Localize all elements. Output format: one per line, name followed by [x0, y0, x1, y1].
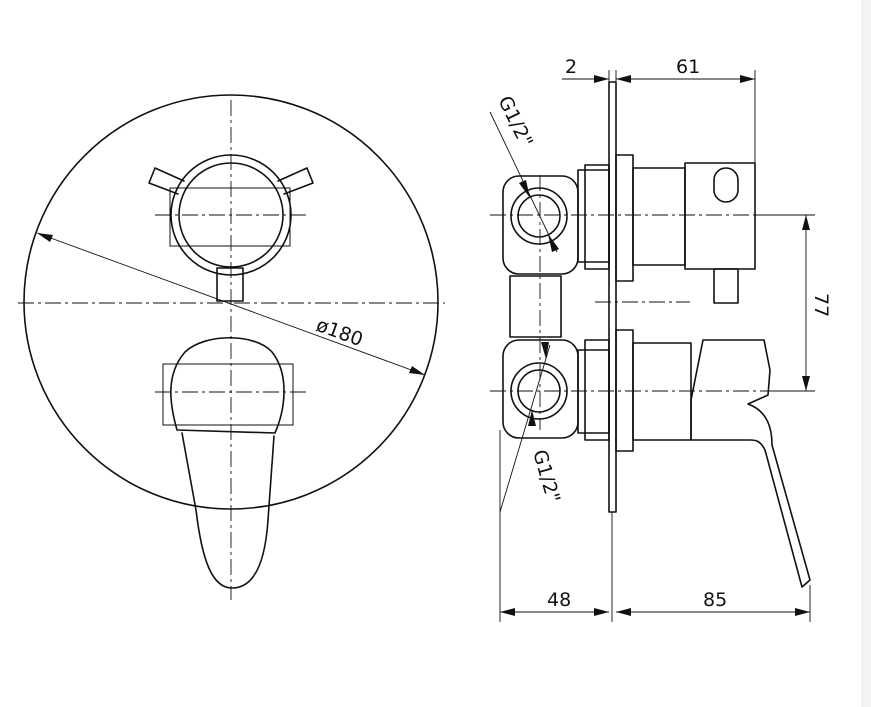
- upper-inlet-outer: [510, 187, 568, 245]
- dim-85-arrow-right: [795, 608, 810, 616]
- knob-outer: [170, 154, 292, 276]
- connecting-pipe: [509, 275, 562, 338]
- knob-inner: [178, 162, 284, 268]
- thread-top-arrow-a: [519, 180, 530, 198]
- thread-bottom-arrow-a: [541, 342, 549, 359]
- side-view: [490, 81, 811, 588]
- wall-plate: [608, 81, 617, 513]
- lever-handle: [181, 432, 275, 589]
- diverter-shaft: [632, 167, 686, 266]
- thread-bottom-leader: [499, 344, 551, 513]
- spacing-dimension: 77: [755, 214, 832, 392]
- knob-wing-right: [277, 167, 314, 195]
- dim-77-arrow-top: [802, 215, 810, 230]
- page-edge: [861, 0, 871, 707]
- lever-base: [162, 363, 294, 426]
- diameter-arrow-right: [409, 366, 425, 375]
- lower-inlet-outer: [510, 362, 568, 420]
- cover-plate: [23, 94, 439, 510]
- dim-2-arrow: [594, 75, 609, 83]
- lever-side: [690, 339, 811, 588]
- dim-77-label: 77: [810, 293, 832, 317]
- diverter-grip-bottom: [713, 268, 739, 304]
- upper-inlet-inner: [517, 194, 561, 238]
- lever-head: [170, 337, 285, 434]
- diameter-dimension-line: [36, 232, 426, 376]
- knob-base: [169, 187, 291, 247]
- dim-85-label: 85: [703, 589, 727, 611]
- diverter-grip-top: [713, 167, 739, 203]
- top-dimensions: 2 61: [562, 56, 756, 165]
- upper-flange: [615, 154, 634, 282]
- dim-61-arrow-left: [616, 75, 631, 83]
- bottom-dimensions: 48 85: [499, 430, 811, 622]
- upper-inlet-block: [502, 175, 579, 275]
- dim-48-arrow-right: [594, 608, 609, 616]
- thread-top-arrow-b: [548, 234, 559, 252]
- dim-61-label: 61: [676, 56, 700, 78]
- dim-2-label: 2: [565, 56, 577, 78]
- upper-cartridge-ring: [584, 164, 610, 270]
- diverter-knob-side: [684, 162, 756, 270]
- thread-bottom-label: G1/2": [528, 447, 564, 505]
- front-view: [18, 94, 445, 600]
- lower-cartridge-ring: [584, 339, 610, 441]
- dim-85-arrow-left: [616, 608, 631, 616]
- thread-bottom-arrow-b: [528, 410, 536, 426]
- dim-48-label: 48: [547, 589, 571, 611]
- lower-inlet-inner: [517, 369, 561, 413]
- knob-wing-left: [148, 167, 185, 195]
- dim-61-arrow-right: [740, 75, 755, 83]
- upper-cartridge-housing: [577, 169, 610, 263]
- thread-top-label: G1/2": [494, 93, 537, 151]
- diameter-arrow-left: [37, 233, 53, 242]
- diameter-label: ø180: [313, 314, 366, 351]
- dim-77-arrow-bottom: [802, 376, 810, 391]
- thread-annotations: G1/2" G1/2": [489, 93, 564, 513]
- knob-stem: [216, 267, 244, 302]
- lever-shaft: [632, 342, 692, 441]
- dim-48-arrow-left: [500, 608, 515, 616]
- lower-cartridge-housing: [577, 349, 610, 434]
- lower-flange: [615, 329, 634, 452]
